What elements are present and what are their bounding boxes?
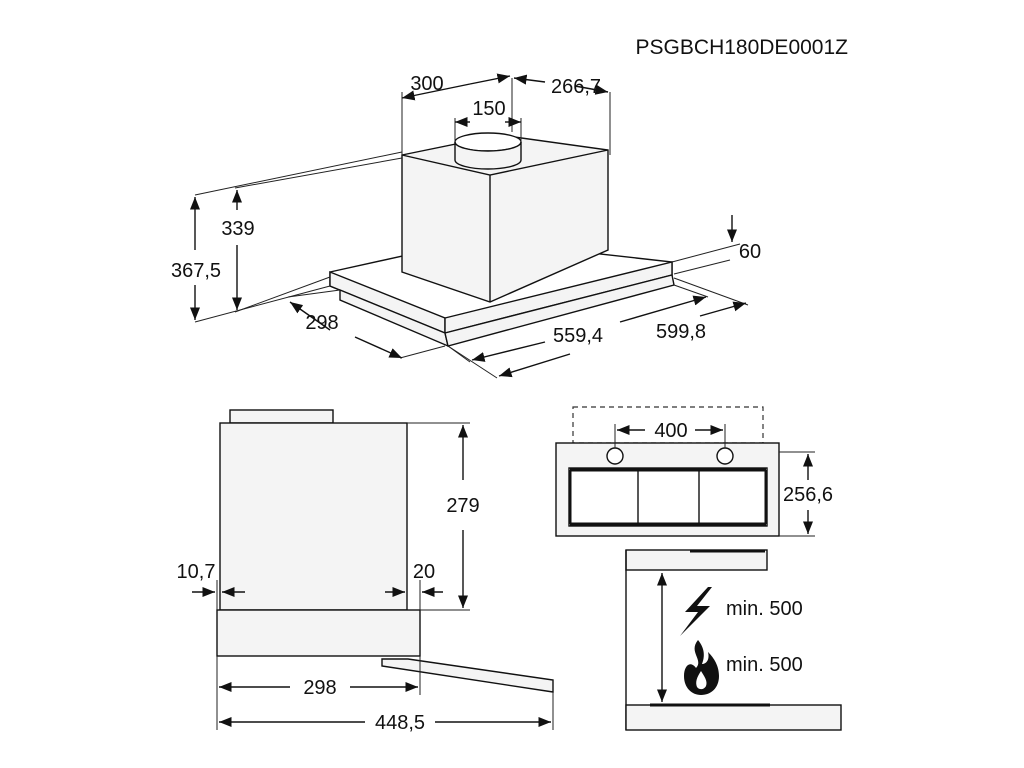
flame-icon	[684, 640, 719, 695]
dim-side-depth: 298	[303, 677, 336, 699]
rear-dashed-outline	[572, 406, 764, 444]
dim-side-box-height: 279	[446, 495, 479, 517]
dim-outer-width: 599,8	[656, 321, 706, 343]
lightning-icon	[680, 587, 712, 636]
gas-clearance-label: min. 500	[726, 654, 803, 676]
dim-extended-depth: 448,5	[375, 712, 425, 734]
hob-outline	[625, 704, 842, 731]
side-duct	[229, 409, 334, 424]
dim-iso-depth: 298	[305, 312, 338, 334]
isometric-view: 300 266,7 150 367,5 339 60 298	[171, 73, 761, 379]
dim-box-height: 339	[221, 218, 254, 240]
electric-clearance-label: min. 500	[726, 598, 803, 620]
mounting-hole-left	[606, 447, 624, 465]
rear-view: 400 256,6	[555, 406, 833, 537]
clearance-view: min. 500 min. 500	[625, 549, 842, 731]
dim-duct-diameter: 150	[472, 98, 505, 120]
dim-duct-box-width: 300	[410, 73, 443, 95]
dim-canopy-thickness: 60	[739, 241, 761, 263]
side-visor	[381, 658, 554, 693]
dim-rear-height: 256,6	[783, 484, 833, 506]
side-view: 279 10,7 20 298 448,5	[177, 409, 554, 734]
dim-inner-width: 559,4	[553, 325, 603, 347]
mounting-hole-right	[716, 447, 734, 465]
model-code: PSGBCH180DE0001Z	[636, 36, 849, 59]
hood-outline	[625, 549, 768, 571]
dim-duct-box-depth: 266,7	[551, 76, 601, 98]
dim-total-height: 367,5	[171, 260, 221, 282]
duct-collar	[454, 141, 522, 170]
side-canopy	[216, 609, 421, 657]
dim-right-offset: 20	[413, 561, 435, 583]
dim-left-offset: 10,7	[177, 561, 216, 583]
dim-hole-spacing: 400	[654, 420, 687, 442]
side-box	[219, 422, 408, 611]
